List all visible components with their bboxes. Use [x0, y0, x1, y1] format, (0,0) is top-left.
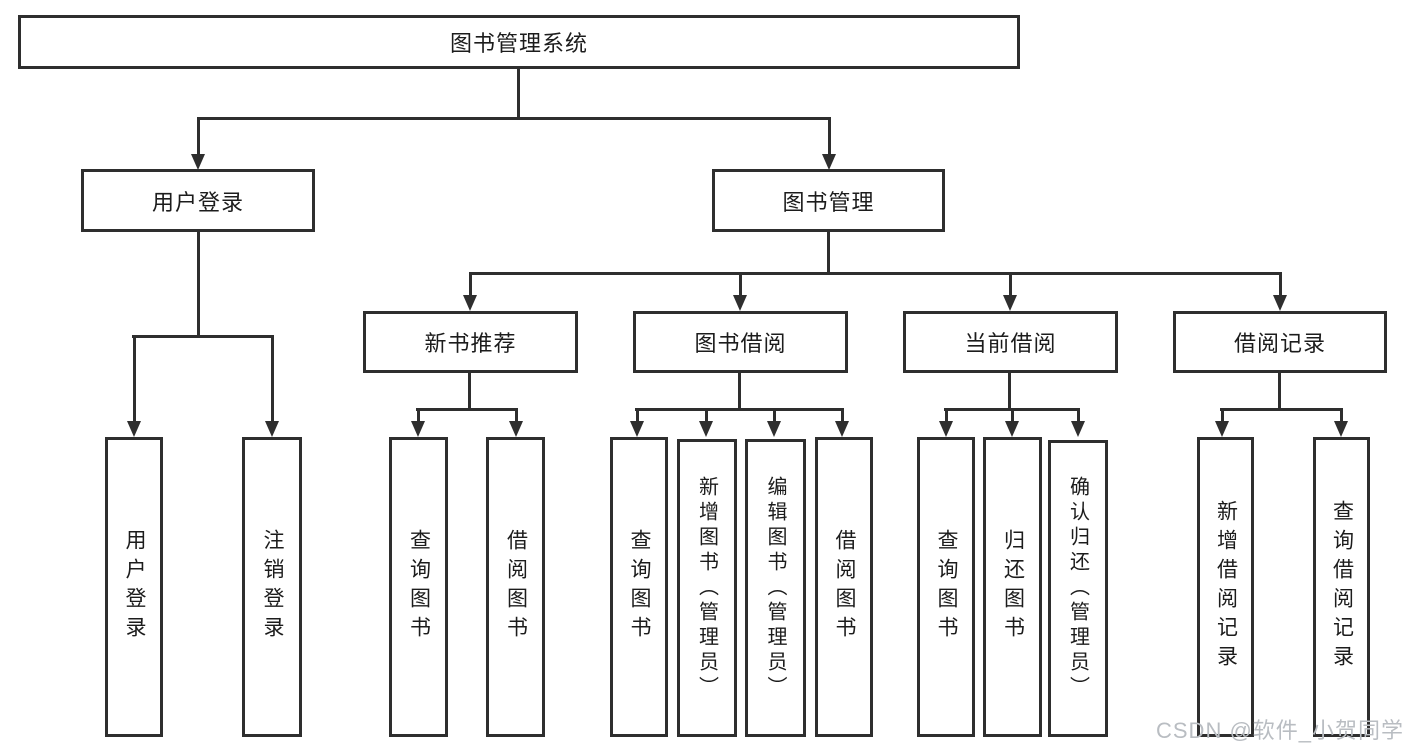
connector-root-rail — [197, 117, 831, 120]
leaf-return-book: 归还图书 — [983, 437, 1042, 737]
node-new-book-recommend: 新书推荐 — [363, 311, 578, 373]
connector-currentborrow-rail — [944, 408, 1080, 411]
leaf-user-login: 用户登录 — [105, 437, 163, 737]
arrow-down-icon — [699, 410, 713, 437]
leaf-borrow-books: 借阅图书 — [486, 437, 545, 737]
node-borrow-records: 借阅记录 — [1173, 311, 1387, 373]
leaf-confirm-return-admin: 确认归还（管理员） — [1048, 440, 1108, 737]
arrow-down-icon — [822, 120, 836, 170]
arrow-down-icon — [1215, 410, 1229, 437]
arrow-down-icon — [127, 337, 141, 437]
node-current-borrow: 当前借阅 — [903, 311, 1118, 373]
arrow-down-icon — [1005, 410, 1019, 437]
connector-currentborrow-stem — [1008, 372, 1011, 411]
connector-newbook-rail — [416, 408, 518, 411]
leaf-query-books: 查询图书 — [917, 437, 975, 737]
arrow-down-icon — [1273, 274, 1287, 311]
arrow-down-icon — [1003, 274, 1017, 311]
leaf-borrow-books: 借阅图书 — [815, 437, 873, 737]
node-user-login: 用户登录 — [81, 169, 315, 232]
arrow-down-icon — [630, 410, 644, 437]
connector-login-rail — [132, 335, 274, 338]
arrow-down-icon — [1334, 410, 1348, 437]
arrow-down-icon — [733, 274, 747, 311]
leaf-add-borrow-record: 新增借阅记录 — [1197, 437, 1254, 737]
node-book-borrow: 图书借阅 — [633, 311, 848, 373]
arrow-down-icon — [411, 410, 425, 437]
arrow-down-icon — [265, 337, 279, 437]
leaf-query-books: 查询图书 — [610, 437, 668, 737]
arrow-down-icon — [767, 410, 781, 437]
leaf-logout: 注销登录 — [242, 437, 302, 737]
leaf-query-borrow-record: 查询借阅记录 — [1313, 437, 1370, 737]
connector-newbook-stem — [468, 372, 471, 411]
arrow-down-icon — [191, 120, 205, 170]
connector-records-stem — [1278, 372, 1281, 411]
arrow-down-icon — [463, 274, 477, 311]
connector-mgmt-stem — [827, 232, 830, 275]
leaf-add-book-admin: 新增图书（管理员） — [677, 439, 737, 737]
connector-login-stem — [197, 232, 200, 338]
arrow-down-icon — [1071, 410, 1085, 437]
connector-bookborrow-rail — [635, 408, 844, 411]
connector-mgmt-rail — [469, 272, 1282, 275]
leaf-query-books: 查询图书 — [389, 437, 448, 737]
node-root-library-system: 图书管理系统 — [18, 15, 1020, 69]
connector-root-stem — [517, 68, 520, 120]
node-book-management: 图书管理 — [712, 169, 945, 232]
csdn-watermark: CSDN @软件_小贺同学 — [1156, 718, 1405, 743]
leaf-edit-book-admin: 编辑图书（管理员） — [745, 439, 806, 737]
arrow-down-icon — [509, 410, 523, 437]
connector-bookborrow-stem — [738, 372, 741, 411]
arrow-down-icon — [835, 410, 849, 437]
arrow-down-icon — [939, 410, 953, 437]
connector-records-rail — [1220, 408, 1343, 411]
